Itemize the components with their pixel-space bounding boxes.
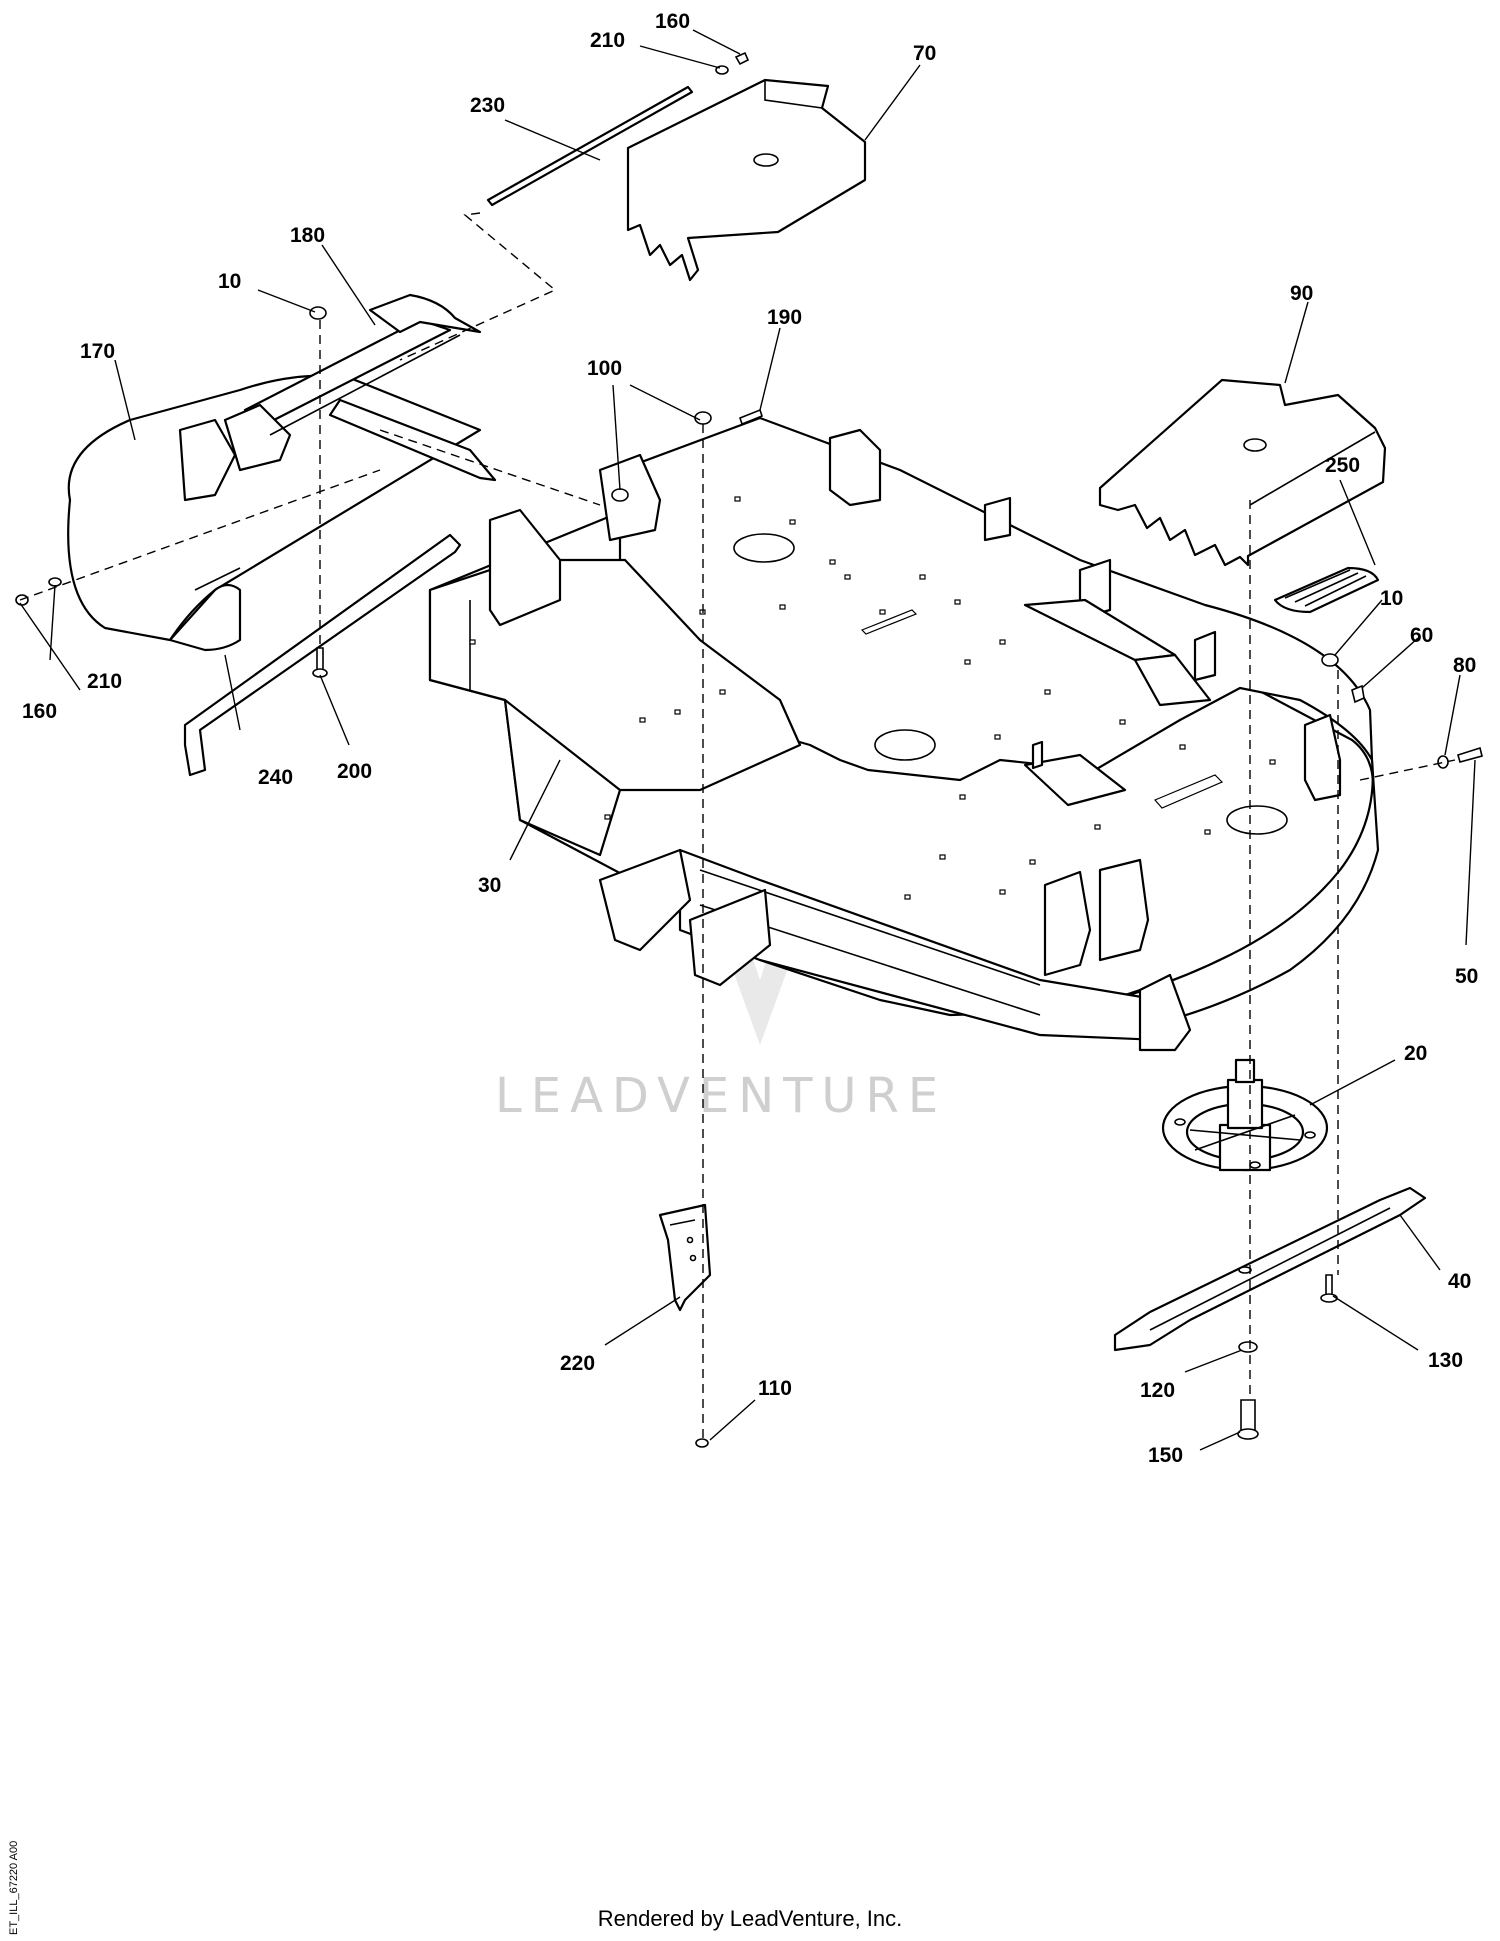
deck-holes — [469, 496, 1276, 900]
callout-60: 60 — [1410, 624, 1433, 647]
fasteners — [15, 51, 1483, 1448]
callout-100: 100 — [587, 357, 622, 380]
bar-part-240 — [183, 533, 462, 777]
callout-10-left: 10 — [218, 270, 241, 293]
rod-part-230 — [486, 85, 694, 207]
callout-160-left: 160 — [22, 700, 57, 723]
leader-lines — [19, 29, 1476, 1451]
callout-labels: 160 210 70 230 180 10 170 190 100 90 250… — [22, 10, 1478, 1467]
callout-170: 170 — [80, 340, 115, 363]
callout-30: 30 — [478, 874, 501, 897]
callout-20: 20 — [1404, 1042, 1427, 1065]
belt-cover-part-90 — [1098, 378, 1387, 567]
callout-250: 250 — [1325, 454, 1360, 477]
callout-200: 200 — [337, 760, 372, 783]
watermark-text: LEADVENTURE — [495, 1068, 947, 1124]
rendered-by-footer: Rendered by LeadVenture, Inc. — [597, 1906, 903, 1931]
callout-240: 240 — [258, 766, 293, 789]
deflector-assembly — [67, 293, 497, 777]
deflector-part-220 — [658, 1203, 712, 1312]
callout-210-top: 210 — [590, 29, 625, 52]
callout-130: 130 — [1428, 1349, 1463, 1372]
blade-part-40 — [1113, 1186, 1427, 1352]
callout-70: 70 — [913, 42, 936, 65]
callout-110: 110 — [758, 1377, 792, 1400]
callout-160-top: 160 — [655, 10, 690, 33]
spindle-part-20 — [1161, 1058, 1329, 1172]
callout-90: 90 — [1290, 282, 1313, 305]
deck-shell-part-30 — [428, 416, 1380, 1052]
callout-40: 40 — [1448, 1270, 1471, 1293]
callout-150: 150 — [1148, 1444, 1183, 1467]
foot-pad-part-250 — [1273, 566, 1380, 614]
callout-120: 120 — [1140, 1379, 1175, 1402]
callout-180: 180 — [290, 224, 325, 247]
belt-cover-part-70 — [626, 78, 867, 282]
callout-50: 50 — [1455, 965, 1478, 988]
callout-230: 230 — [470, 94, 505, 117]
callout-190: 190 — [767, 306, 802, 329]
callout-80: 80 — [1453, 654, 1476, 677]
assembly-lines — [19, 212, 1456, 1440]
callout-220: 220 — [560, 1352, 595, 1375]
callout-10-right: 10 — [1380, 587, 1403, 610]
callout-210-left: 210 — [87, 670, 122, 693]
